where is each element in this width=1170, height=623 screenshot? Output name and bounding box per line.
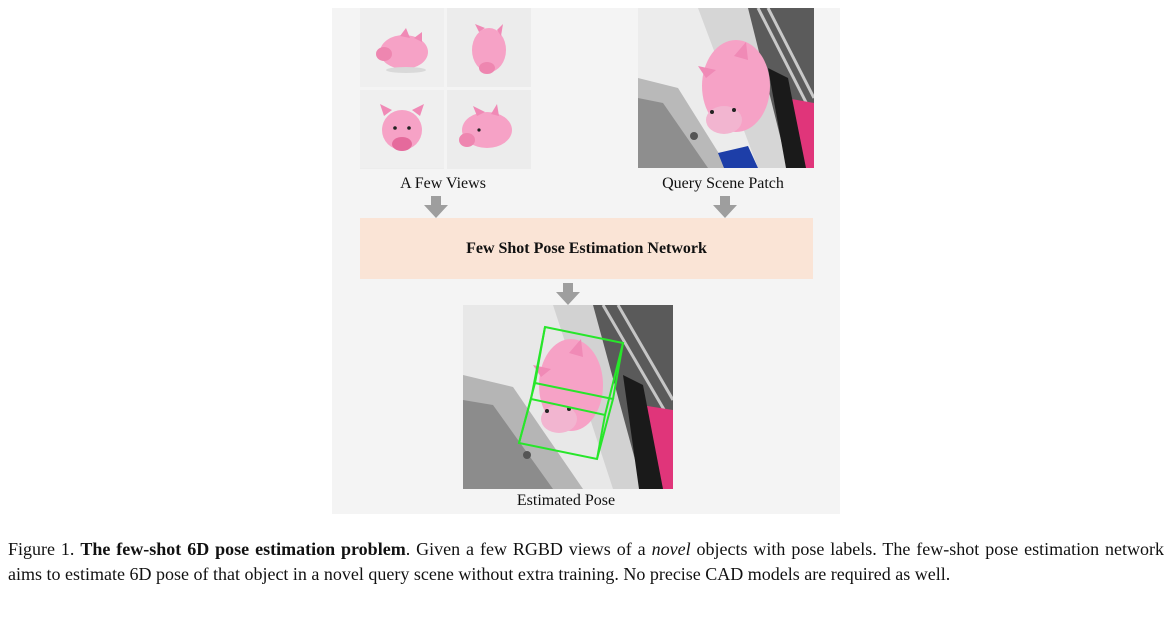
caption-emphasis: novel — [651, 539, 691, 559]
view-thumbnail — [447, 8, 531, 87]
estimated-pose-image — [463, 305, 673, 489]
network-label: Few Shot Pose Estimation Network — [466, 239, 707, 257]
caption-text-1: . Given a few RGBD views of a — [405, 539, 646, 559]
bounding-box — [517, 325, 625, 461]
view-thumbnail — [360, 90, 444, 169]
query-scene-image — [638, 8, 814, 168]
few-views-grid — [360, 8, 531, 169]
down-arrow-icon — [713, 196, 737, 218]
view-thumbnail — [447, 90, 531, 169]
network-block: Few Shot Pose Estimation Network — [360, 218, 813, 279]
figure-caption: Figure 1. The few-shot 6D pose estimatio… — [8, 537, 1164, 587]
result-label: Estimated Pose — [516, 492, 616, 509]
view-thumbnail — [360, 8, 444, 87]
views-label: A Few Views — [400, 175, 486, 192]
down-arrow-icon — [556, 283, 580, 305]
caption-title: The few-shot 6D pose estimation problem — [80, 539, 406, 559]
caption-prefix: Figure 1. — [8, 539, 75, 559]
down-arrow-icon — [424, 196, 448, 218]
query-label: Query Scene Patch — [662, 175, 784, 192]
caption-text-2: objects with pose labels. The few-shot p… — [8, 539, 1165, 584]
